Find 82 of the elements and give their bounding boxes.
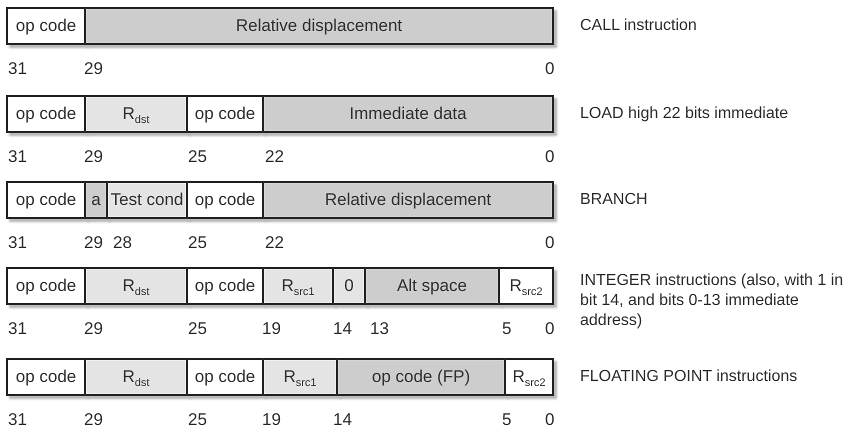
bit-number: 29 — [84, 319, 103, 339]
bit-field — [6, 181, 86, 219]
bit-number: 0 — [545, 233, 554, 253]
bit-field — [262, 95, 554, 133]
bit-field — [262, 181, 554, 219]
field-name: R$_{dst}$ — [122, 278, 150, 294]
bit-number: 5 — [502, 319, 512, 339]
bit-field — [504, 358, 554, 396]
field-name: 0 — [344, 278, 354, 294]
field-name: op code — [16, 106, 76, 122]
bit-field — [262, 267, 334, 305]
bit-number: 31 — [8, 233, 27, 253]
bit-number: 14 — [333, 319, 352, 339]
bit-field — [186, 95, 264, 133]
bit-field — [6, 358, 86, 396]
bit-number: 22 — [265, 147, 284, 167]
bit-field — [6, 95, 86, 133]
bit-number: 5 — [502, 410, 512, 430]
bit-number: 0 — [545, 410, 554, 430]
bit-field — [6, 7, 86, 45]
format-description: CALL instruction — [580, 16, 698, 36]
field-name: Relative displacement — [236, 18, 402, 34]
field-name: Alt space — [397, 278, 467, 294]
bit-field — [498, 267, 554, 305]
bit-number: 25 — [188, 319, 207, 339]
bit-field — [332, 267, 366, 305]
bit-number: 29 — [84, 147, 103, 167]
bit-number: 19 — [262, 410, 281, 430]
bit-number: 13 — [370, 319, 389, 339]
bit-number: 14 — [333, 410, 352, 430]
field-name: Immediate data — [349, 106, 467, 122]
field-name: op code — [16, 278, 76, 294]
field-name: op code — [16, 192, 76, 208]
field-name: op code — [194, 369, 256, 385]
format-description: INTEGER instructions (also, with 1 in bit 14, and bits 0-13 immediate address) — [580, 271, 844, 331]
bit-field — [6, 267, 86, 305]
bit-number: 0 — [545, 147, 554, 167]
bit-field — [84, 181, 108, 219]
format-description: BRANCH — [580, 190, 649, 210]
bit-field — [364, 267, 500, 305]
field-name: R$_{src2}$ — [509, 278, 543, 294]
format-description: LOAD high 22 bits immediate — [580, 104, 790, 124]
field-name: R$_{src2}$ — [512, 369, 546, 385]
field-name: op code — [194, 192, 256, 208]
bit-number: 22 — [265, 233, 284, 253]
field-name: R$_{dst}$ — [122, 369, 150, 385]
bit-number: 0 — [545, 319, 554, 339]
field-name: op code — [16, 18, 76, 34]
bit-number: 25 — [188, 233, 207, 253]
bit-number: 31 — [8, 319, 27, 339]
field-name: a — [91, 192, 101, 208]
bit-field — [84, 267, 188, 305]
bit-field — [84, 358, 188, 396]
field-name: R$_{src1}$ — [281, 278, 315, 294]
bit-number: 31 — [8, 147, 27, 167]
field-name: R$_{src1}$ — [283, 369, 317, 385]
bit-field — [186, 181, 264, 219]
bit-number: 31 — [8, 410, 27, 430]
field-name: Relative displacement — [324, 192, 492, 208]
bit-field — [84, 95, 188, 133]
bit-field — [186, 267, 264, 305]
field-name: op code — [16, 369, 76, 385]
format-description: FLOATING POINT instructions — [580, 367, 798, 387]
field-name: op code — [194, 106, 256, 122]
bit-number: 29 — [84, 410, 103, 430]
bit-number: 25 — [188, 410, 207, 430]
bit-field — [106, 181, 188, 219]
bit-field — [336, 358, 506, 396]
bit-number: 25 — [188, 147, 207, 167]
bit-field — [262, 358, 338, 396]
field-name: R$_{dst}$ — [122, 106, 150, 122]
bit-field — [186, 358, 264, 396]
field-name: op code (FP) — [372, 369, 470, 385]
bit-field — [84, 7, 554, 45]
bit-number: 29 — [84, 59, 103, 79]
field-name: op code — [194, 278, 256, 294]
field-name: Test cond — [110, 192, 184, 208]
bit-number: 28 — [113, 233, 132, 253]
bit-number: 31 — [8, 59, 27, 79]
bit-number: 19 — [262, 319, 281, 339]
bit-number: 0 — [545, 59, 554, 79]
bit-number: 29 — [84, 233, 103, 253]
